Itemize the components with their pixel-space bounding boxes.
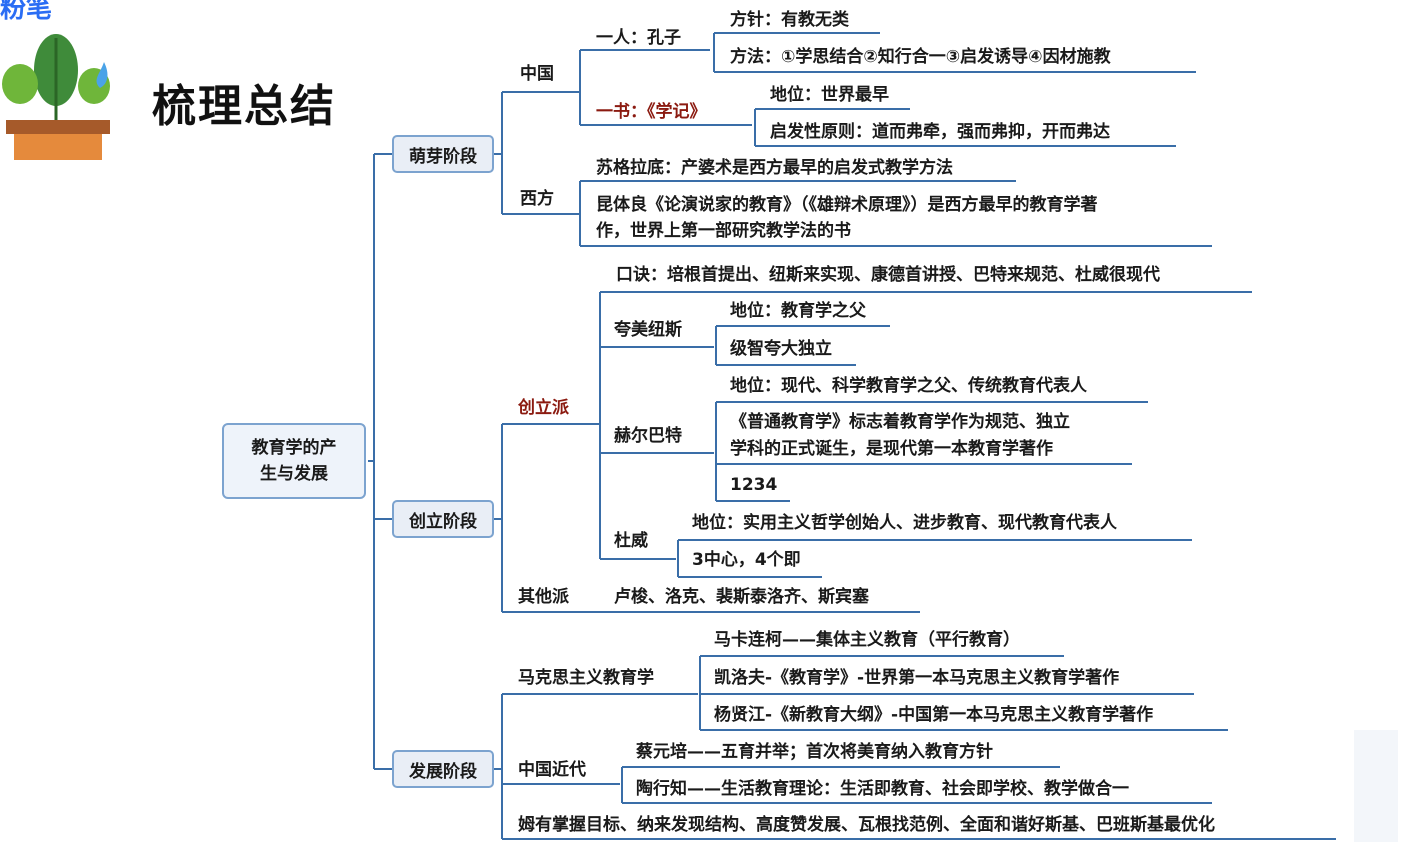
stage-node-development[interactable]: 发展阶段 bbox=[392, 750, 494, 788]
root-node[interactable]: 教育学的产 生与发展 bbox=[222, 423, 366, 499]
leaf-cai-yuanpei[interactable]: 蔡元培——五育并举；首次将美育纳入教育方针 bbox=[636, 742, 993, 762]
leaf-herbart-book-line2[interactable]: 学科的正式诞生，是现代第一本教育学著作 bbox=[730, 439, 1053, 459]
group-marxist[interactable]: 马克思主义教育学 bbox=[518, 668, 654, 688]
root-label-line1: 教育学的产 bbox=[251, 438, 337, 458]
group-china[interactable]: 中国 bbox=[520, 64, 554, 84]
leaf-dewey-status[interactable]: 地位：实用主义哲学创始人、进步教育、现代教育代表人 bbox=[692, 513, 1117, 533]
page-title: 梳理总结 bbox=[152, 81, 336, 132]
leaf-yang-xianjiang[interactable]: 杨贤江-《新教育大纲》-中国第一本马克思主义教育学著作 bbox=[714, 705, 1154, 725]
stage-node-founding[interactable]: 创立阶段 bbox=[392, 500, 494, 538]
node-confucius[interactable]: 一人：孔子 bbox=[596, 28, 681, 48]
leaf-herbart-1234[interactable]: 1234 bbox=[730, 475, 778, 495]
leaf-xueji-status[interactable]: 地位：世界最早 bbox=[770, 85, 889, 105]
leaf-kairov[interactable]: 凯洛夫-《教育学》-世界第一本马克思主义教育学著作 bbox=[714, 668, 1120, 688]
leaf-herbart-status[interactable]: 地位：现代、科学教育学之父、传统教育代表人 bbox=[730, 376, 1087, 396]
root-label-line2: 生与发展 bbox=[260, 464, 328, 484]
group-modern-china[interactable]: 中国近代 bbox=[518, 760, 586, 780]
group-others[interactable]: 其他派 bbox=[518, 587, 569, 607]
leaf-mnemonic[interactable]: 口诀：培根首提出、纽斯来实现、康德首讲授、巴特来规范、杜威很现代 bbox=[616, 265, 1160, 285]
leaf-quintilian-line1[interactable]: 昆体良《论演说家的教育》（《雄辩术原理》）是西方最早的教育学著 bbox=[596, 195, 1098, 215]
node-comenius[interactable]: 夸美纽斯 bbox=[614, 320, 682, 340]
leaf-comenius-mnemonic[interactable]: 级智夸大独立 bbox=[730, 339, 832, 359]
leaf-policy[interactable]: 方针：有教无类 bbox=[730, 10, 849, 30]
leaf-methods[interactable]: 方法：①学思结合②知行合一③启发诱导④因材施教 bbox=[730, 47, 1111, 67]
leaf-dewey-centers[interactable]: 3中心，4个即 bbox=[692, 550, 801, 570]
leaf-comenius-status[interactable]: 地位：教育学之父 bbox=[730, 301, 866, 321]
leaf-socrates[interactable]: 苏格拉底：产婆术是西方最早的启发式教学方法 bbox=[596, 158, 953, 178]
leaf-makarenko[interactable]: 马卡连柯——集体主义教育（平行教育） bbox=[714, 630, 1020, 650]
leaf-quintilian-line2[interactable]: 作，世界上第一部研究教学法的书 bbox=[596, 221, 851, 241]
plant-icon bbox=[2, 34, 110, 160]
leaf-herbart-book-line1[interactable]: 《普通教育学》标志着教育学作为规范、独立 bbox=[730, 412, 1070, 432]
leaf-xueji-principle[interactable]: 启发性原则：道而弗牵，强而弗抑，开而弗达 bbox=[770, 122, 1110, 142]
node-herbart[interactable]: 赫尔巴特 bbox=[614, 426, 682, 446]
node-dewey[interactable]: 杜威 bbox=[614, 531, 648, 551]
leaf-tao-xingzhi[interactable]: 陶行知——生活教育理论：生活即教育、社会即学校、教学做合一 bbox=[636, 779, 1129, 799]
leaf-modern-mnemonic[interactable]: 姆有掌握目标、纳来发现结构、高度赞发展、瓦根找范例、全面和谐好斯基、巴班斯基最优… bbox=[518, 815, 1215, 835]
leaf-others-list[interactable]: 卢梭、洛克、裴斯泰洛齐、斯宾塞 bbox=[614, 587, 869, 607]
group-west[interactable]: 西方 bbox=[520, 189, 554, 209]
node-xueji[interactable]: 一书：《学记》 bbox=[596, 102, 707, 122]
brand-logo-text: 粉笔 bbox=[0, 0, 53, 24]
stage-node-sprout[interactable]: 萌芽阶段 bbox=[392, 135, 494, 173]
group-founders[interactable]: 创立派 bbox=[518, 398, 569, 418]
overlay-panel bbox=[1354, 730, 1398, 842]
